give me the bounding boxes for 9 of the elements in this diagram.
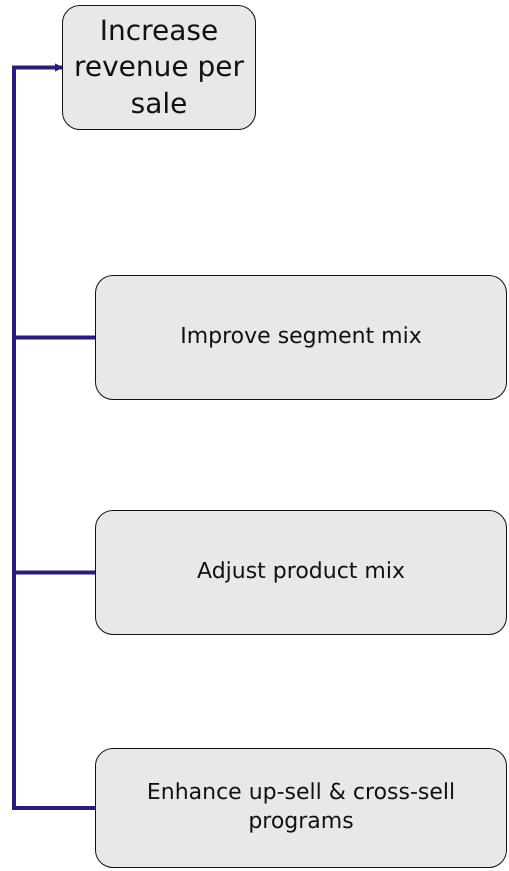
box-label: Enhance up-sell & cross-sell programs [146, 779, 456, 836]
box-label: Increase revenue per sale [73, 12, 245, 122]
process-box [95, 510, 507, 635]
process-box [95, 748, 507, 868]
box-label: Adjust product mix [197, 558, 405, 586]
connector-arrow [12, 64, 95, 810]
box-label: Improve segment mix [180, 323, 422, 352]
process-box [62, 5, 256, 130]
process-box [95, 275, 507, 400]
